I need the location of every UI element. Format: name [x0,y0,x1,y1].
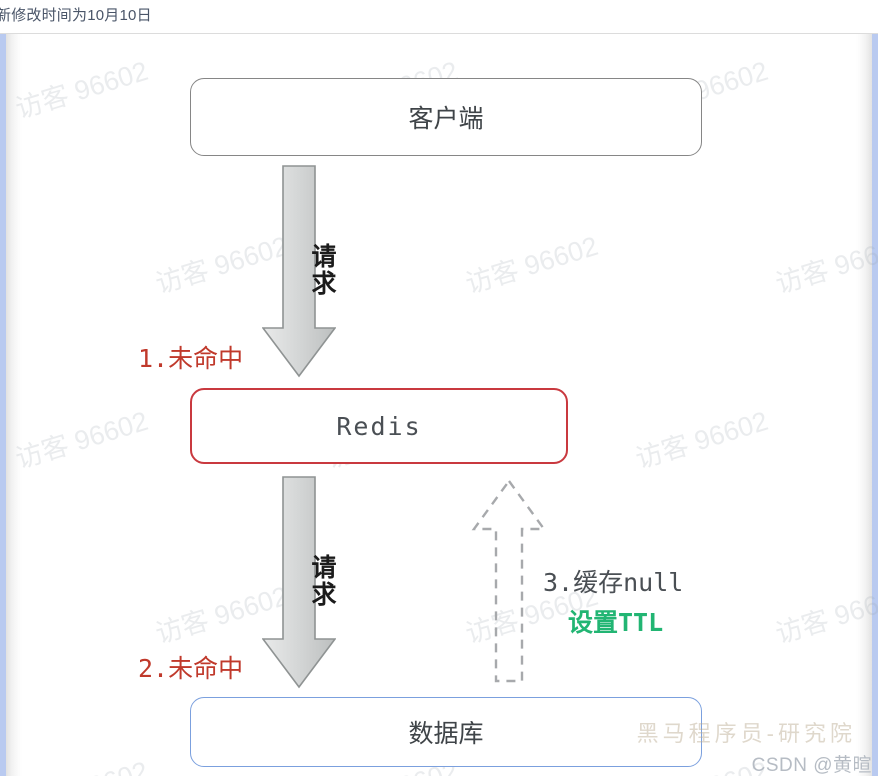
right-rail [856,34,878,782]
watermark-tile: 访客 96602 [632,405,772,475]
node-client-label: 客户端 [408,105,484,133]
node-database-label: 数据库 [408,720,484,748]
arrow-request-client-to-redis: 请求 [262,165,336,378]
brand-watermark: 黑马程序员-研究院 [636,721,856,746]
arrow-request-redis-to-database: 请求 [262,476,336,689]
arrow-request-label-2: 请求 [308,554,336,608]
arrow-cache-null-upward [470,477,548,685]
left-rail [0,34,22,782]
watermark-tile: 访客 96602 [12,55,152,125]
label-cache-null: 3.缓存null [543,568,684,597]
bottom-strip [0,776,878,782]
node-database: 数据库 [190,697,702,767]
label-set-ttl: 设置TTL [568,608,664,637]
watermark-tile: 访客 96602 [12,405,152,475]
watermark-tile: 访客 96602 [462,230,602,300]
csdn-credit: CSDN @黄暄 [751,755,872,776]
label-cache-miss-1: 1.未命中 [138,344,244,373]
label-cache-miss-2: 2.未命中 [138,654,244,683]
page-caption: 新修改时间为10月10日 [0,7,152,24]
arrow-request-label-1: 请求 [308,243,336,297]
node-redis-label: Redis [336,411,422,441]
node-redis: Redis [190,388,568,464]
node-client: 客户端 [190,78,702,156]
